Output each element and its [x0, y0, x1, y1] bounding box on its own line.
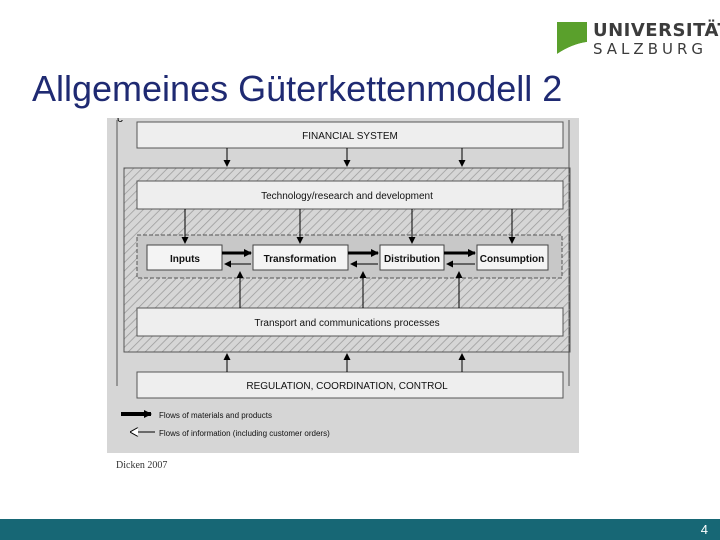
node-distribution-label: Distribution	[384, 254, 440, 265]
technology-label: Technology/research and development	[261, 191, 433, 202]
legend-material-label: Flows of materials and products	[159, 411, 272, 420]
node-inputs	[146, 244, 223, 271]
university-logo: UNIVERSITÄT SALZBURG	[557, 20, 720, 60]
page-number: 4	[700, 522, 708, 537]
legend-information-label: Flows of information (including customer…	[159, 429, 330, 438]
footer-bar: 4	[0, 519, 720, 540]
node-distribution	[379, 244, 445, 271]
node-transformation	[252, 244, 349, 271]
transport-label: Transport and communications processes	[254, 318, 439, 329]
diagram-svg: c FINANCIAL SYSTEM Technology/research a…	[116, 111, 571, 438]
node-consumption	[476, 244, 549, 271]
technology-box	[136, 180, 564, 210]
diagram-figure: c FINANCIAL SYSTEM Technology/research a…	[107, 111, 579, 453]
transport-box	[136, 307, 564, 337]
regulation-box	[136, 371, 564, 399]
node-inputs-label: Inputs	[170, 254, 200, 265]
financial-system-box	[136, 121, 564, 149]
regulation-label: REGULATION, COORDINATION, CONTROL	[246, 381, 448, 392]
node-transformation-label: Transformation	[264, 254, 337, 265]
logo-text-line1: UNIVERSITÄT	[593, 20, 720, 41]
financial-system-label: FINANCIAL SYSTEM	[302, 131, 398, 142]
node-consumption-label: Consumption	[480, 254, 544, 265]
corner-letter: c	[117, 118, 123, 125]
logo-text-line2: SALZBURG	[593, 40, 708, 58]
logo-mark-icon	[557, 22, 587, 54]
figure-caption: Dicken 2007	[116, 460, 168, 471]
slide-title: Allgemeines Güterkettenmodell 2	[32, 68, 563, 109]
